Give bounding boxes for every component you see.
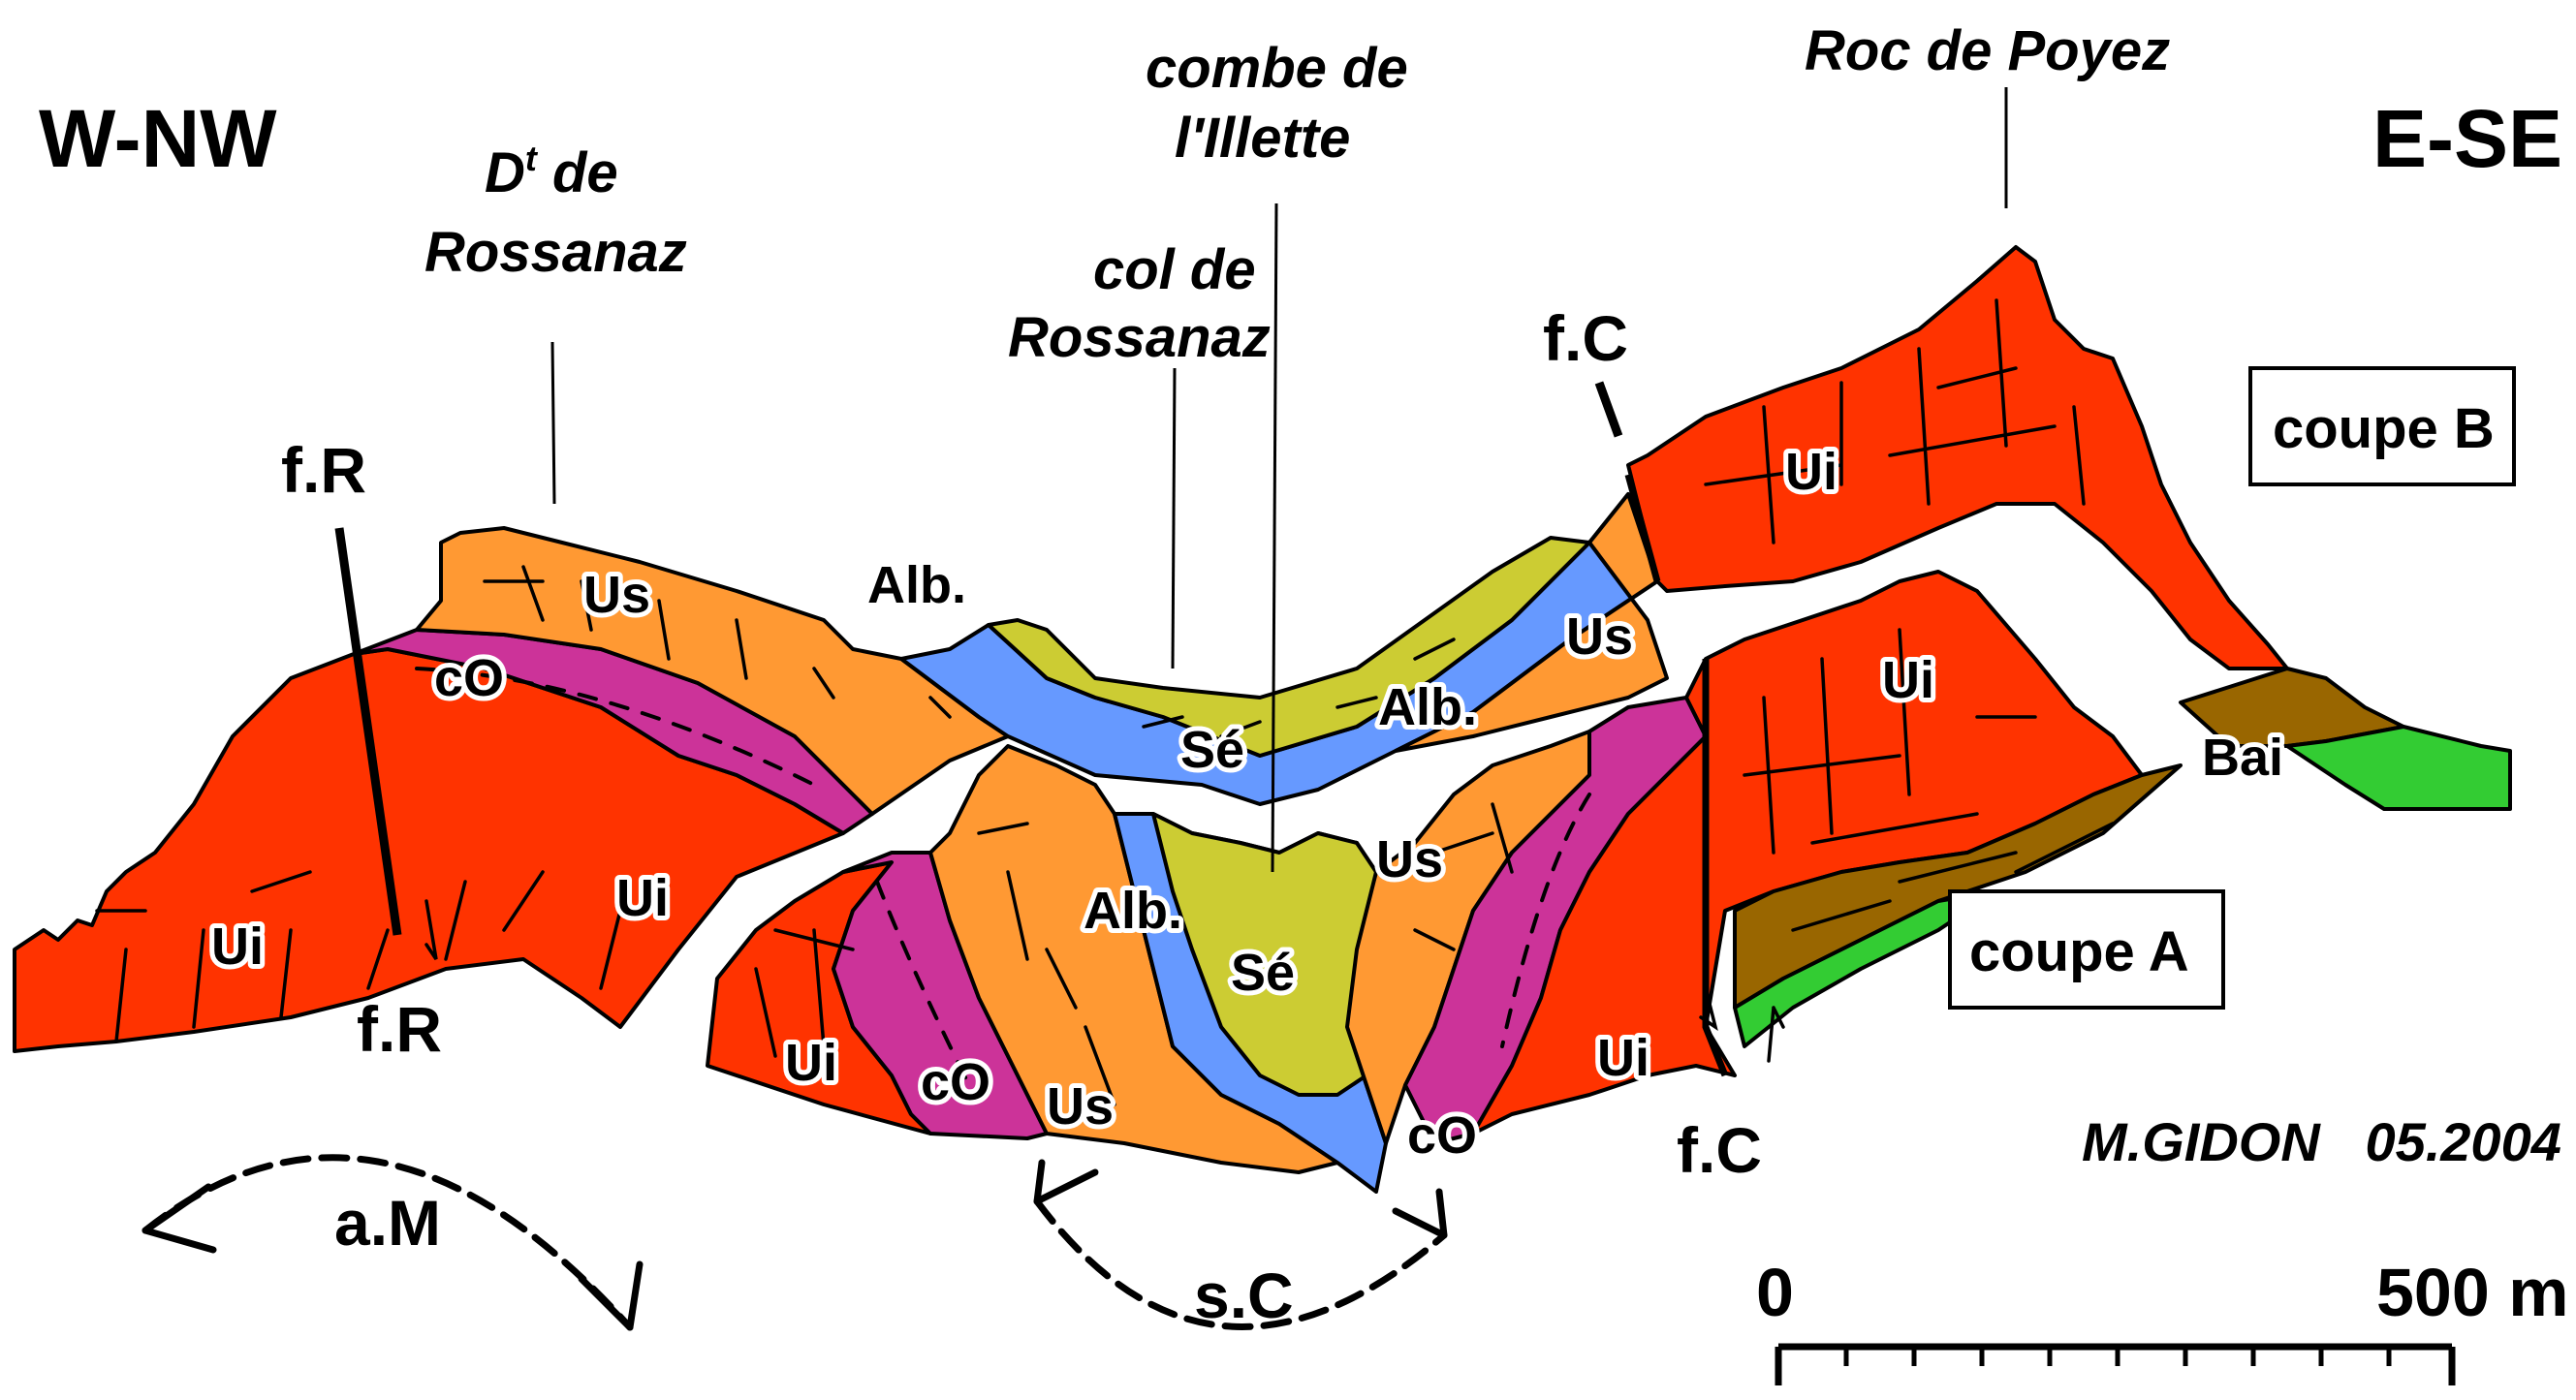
coupe-b-ui-right-layer: [1626, 245, 2289, 670]
unit-label-co-a1: cO: [921, 1053, 990, 1111]
author-credit: M.GIDON 05.2004: [2082, 1111, 2561, 1172]
unit-label-us-a1: Us: [1047, 1077, 1114, 1136]
fault-fc-top-label: f.C: [1543, 302, 1628, 374]
unit-label-us-a2: Us: [1376, 830, 1443, 888]
coupe-b-box: [2248, 366, 2516, 486]
fault-fc-lower-line: [1624, 474, 1729, 1077]
coupe-a-label: coupe A: [1969, 920, 2189, 983]
unit-label-alb-b2: Alb.: [1378, 678, 1477, 736]
unit-label-se-a: Sé: [1231, 944, 1295, 1002]
unit-label-ui-b2: Ui: [616, 869, 669, 927]
coupe-a-section: [415, 570, 2183, 1194]
place-dent-rossanaz-line1: Dt de: [485, 139, 618, 204]
unit-label-alb-b1: Alb.: [867, 556, 966, 614]
coupe-b-green-layer: [2285, 725, 2512, 811]
unit-label-ui-a2: Ui: [1597, 1029, 1649, 1087]
fault-fr-top-label: f.R: [281, 434, 366, 506]
coupe-b-se-layer: [987, 536, 1591, 758]
leader-lines: [550, 87, 2008, 873]
unit-label-se-b: Sé: [1180, 721, 1244, 779]
unit-label-ui-a1: Ui: [785, 1034, 837, 1092]
fault-fc-bottom-label: f.C: [1677, 1114, 1762, 1186]
place-roc-poyez: Roc de Poyez: [1805, 19, 2170, 82]
place-dent-rossanaz-line2: Rossanaz: [424, 221, 687, 284]
orientation-east: E-SE: [2372, 93, 2562, 184]
unit-label-co-a2: cO: [1407, 1106, 1477, 1165]
unit-label-ui-b1: Ui: [211, 918, 264, 976]
fault-fr-bottom-label: f.R: [357, 993, 442, 1065]
unit-label-bai: Bai: [2202, 729, 2283, 787]
fault-lines: [334, 381, 1785, 1077]
anticline-symbol: [141, 1154, 644, 1331]
place-combe-illette-line1: combe de: [1146, 37, 1408, 100]
coupe-a-fractures: [415, 628, 2115, 1106]
place-col-rossanaz-line1: col de: [1093, 238, 1256, 301]
scale-end-label: 500 m: [2376, 1255, 2568, 1330]
unit-label-co-b: cO: [434, 649, 504, 707]
unit-label-ui-a3: Ui: [1882, 651, 1934, 709]
scale-bar: [1775, 1343, 2456, 1385]
scale-start-label: 0: [1756, 1255, 1794, 1330]
place-col-rossanaz-line2: Rossanaz: [1008, 306, 1271, 369]
syncline-symbol: [1033, 1159, 1448, 1330]
syncline-label: s.C: [1194, 1260, 1294, 1331]
coupe-a-box: [1948, 889, 2225, 1010]
fault-fc-upper-line: [1594, 381, 1623, 438]
unit-label-alb-a: Alb.: [1084, 882, 1182, 940]
unit-label-us-b2: Us: [1566, 607, 1633, 666]
anticline-label: a.M: [334, 1187, 441, 1259]
coupe-b-fractures: [95, 298, 2086, 1043]
orientation-west: W-NW: [39, 93, 277, 184]
unit-label-ui-b3: Ui: [1785, 443, 1838, 501]
fault-fr-line: [334, 527, 402, 936]
unit-label-us-b: Us: [583, 566, 650, 624]
place-combe-illette-line2: l'Illette: [1175, 107, 1350, 170]
coupe-b-section: [13, 245, 2512, 1053]
coupe-b-label: coupe B: [2273, 397, 2495, 460]
